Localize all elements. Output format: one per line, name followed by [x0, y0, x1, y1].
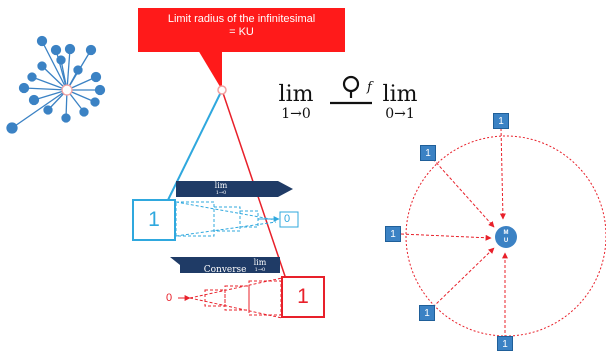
circle-center-label-bottom: U	[503, 238, 509, 244]
lower-end-box: 1	[281, 276, 325, 318]
arrow-from-upper-left	[432, 158, 495, 228]
formula-right-lim-sub: 0→1	[385, 106, 415, 122]
circle-center-label-top: M	[503, 230, 509, 236]
upper-step-box	[175, 201, 215, 237]
lower-banner-lim-group: lim 1→0	[254, 257, 267, 273]
formula-right-lim-word: lim	[382, 82, 418, 107]
upper-funnel-edges	[175, 201, 277, 237]
formula-left-limit: lim 1→0	[276, 82, 316, 123]
upper-end-label: 0	[284, 213, 291, 225]
arrow-from-top	[499, 127, 506, 220]
upper-banner-label: lim 1→0	[196, 181, 246, 196]
lower-step-box	[224, 285, 250, 311]
lower-banner-sub: 1→0	[254, 267, 266, 273]
callout-line-1: Limit radius of the infinitesimal	[167, 13, 316, 25]
upper-end-box	[279, 211, 299, 228]
lower-step-box	[204, 289, 226, 307]
pivot-point	[217, 85, 227, 95]
circle-node-left: 1	[385, 226, 401, 242]
callout-line-2: = KU	[229, 26, 254, 38]
circle-node-bottom: 1	[497, 336, 513, 351]
arrow-from-left	[400, 233, 492, 241]
upper-banner-word: lim	[214, 181, 228, 190]
lower-banner-label: Converse lim 1→0	[190, 257, 280, 278]
lower-banner-word: lim	[253, 258, 267, 267]
upper-start-box: 1	[132, 199, 176, 241]
upper-funnel	[175, 181, 299, 237]
upper-banner-sub: 1→0	[215, 190, 227, 196]
lower-banner-prefix: Converse	[203, 265, 247, 275]
dandelion-cluster	[6, 35, 106, 134]
callout-box: Limit radius of the infinitesimal = KU	[138, 8, 345, 52]
lower-funnel	[170, 257, 283, 319]
formula-right-limit: lim 0→1	[380, 82, 420, 123]
upper-banner	[176, 181, 293, 197]
circle-node-lower-left: 1	[419, 305, 435, 321]
callout-pointer	[198, 50, 222, 90]
circle-node-upper-left: 1	[420, 145, 436, 161]
formula-left-lim-sub: 1→0	[281, 106, 311, 122]
circle-node-top: 1	[493, 113, 509, 129]
circle-center-node: M U	[495, 226, 517, 248]
arrow-from-lower-left	[432, 247, 495, 308]
lower-step-box	[248, 280, 282, 316]
lower-start-label: 0	[166, 292, 173, 304]
operator-symbol	[330, 75, 372, 105]
formula-operator-superscript: f	[367, 80, 372, 95]
lower-banner	[170, 257, 280, 273]
formula-left-lim-word: lim	[278, 82, 314, 107]
lower-funnel-edges	[189, 277, 283, 319]
